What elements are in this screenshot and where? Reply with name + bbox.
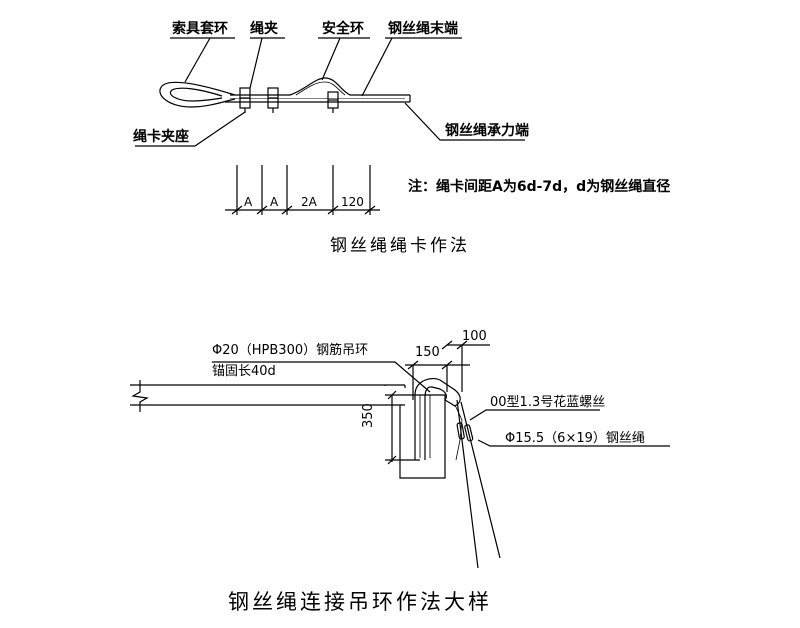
thimble-outer [159,81,236,108]
slab-outline [130,384,405,406]
dim-a-1: A [244,195,253,209]
rebar-ring [414,377,461,460]
clamp-3 [327,91,339,113]
dim-offset-100: 100 [462,329,487,344]
label-rebar-ring: Φ20（HPB300）钢筋吊环 [212,343,369,358]
label-sheath-ring: 索具套环 [172,21,228,37]
label-turnbuckle: 00型1.3号花蓝螺丝 [490,395,606,410]
dim-2a: 2A [301,195,317,209]
beam-block [384,385,446,479]
leader-sheath-ring [170,37,235,83]
label-safety-ring: 安全环 [322,21,364,37]
dim-left [385,390,420,465]
leader-clamp-seat [135,111,246,147]
label-rope-clamp: 绳夹 [250,21,278,37]
leader-rope-tail [361,37,462,97]
wire-rope-1 [456,399,479,569]
rope-upper [230,77,410,96]
turnbuckle-2 [464,424,474,442]
label-anchor-length: 锚固长40d [212,364,276,379]
leader-wire-rope [477,439,670,447]
rope-clamp-note: 注：绳卡间距A为6d-7d，d为钢丝绳直径 [408,179,671,195]
wire-rope-2 [460,401,501,559]
dim-height-350: 350 [361,403,376,428]
thimble-inner [169,87,223,102]
label-rope-tail: 钢丝绳末端 [388,21,458,37]
break-mark [131,380,149,412]
leader-bearing-end [404,102,525,141]
dim-120: 120 [341,195,364,209]
dim-a-2: A [270,195,279,209]
caption-lifting-ring: 钢丝绳连接吊环作法大样 [228,590,492,614]
dim-row-top [225,165,380,215]
turnbuckle-1 [456,422,465,440]
leader-rope-clamp [249,37,285,89]
rope-clamp-detail [135,37,525,215]
label-bearing-end: 钢丝绳承力端 [445,123,529,139]
dim-top [405,340,490,400]
lifting-ring-detail [130,340,670,569]
clamp-2 [267,87,279,113]
leader-safety-ring [318,37,370,81]
label-wire-rope: Φ15.5（6×19）钢丝绳 [505,431,645,446]
caption-rope-clamp: 钢丝绳绳卡作法 [330,236,470,256]
dim-width-150: 150 [415,345,440,360]
leader-turnbuckle [469,409,600,421]
label-clamp-seat: 绳卡夹座 [133,129,189,145]
clamp-1 [239,87,251,113]
leader-rebar-ring [212,361,431,393]
